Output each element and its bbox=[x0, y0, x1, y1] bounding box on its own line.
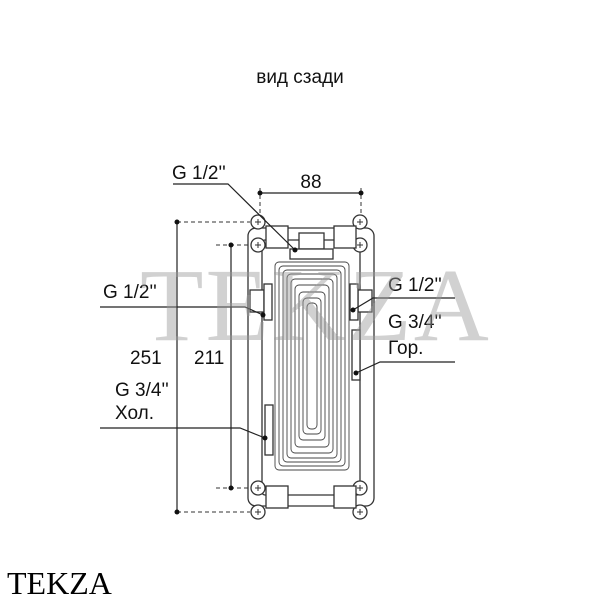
width-dimension: 88 bbox=[257, 172, 364, 214]
brand-logo: TEKZA bbox=[7, 565, 112, 600]
right-outlet-label: G 1/2'' bbox=[388, 275, 442, 296]
hot-inlet-name-label: Гор. bbox=[388, 338, 423, 359]
total-height-value: 251 bbox=[130, 348, 162, 369]
top-port bbox=[298, 232, 325, 250]
cold-inlet-name-label: Хол. bbox=[115, 403, 154, 424]
valve-core bbox=[274, 261, 350, 471]
left-outlet-label: G 1/2'' bbox=[103, 282, 157, 303]
mounting-box bbox=[247, 214, 375, 520]
leader-lines bbox=[100, 183, 455, 441]
mount-height-dimension: 211 bbox=[194, 242, 250, 491]
width-value: 88 bbox=[300, 172, 321, 193]
cold-inlet bbox=[264, 404, 274, 456]
cold-inlet-size-label: G 3/4'' bbox=[115, 380, 169, 401]
total-height-dimension: 251 bbox=[130, 219, 250, 515]
watermark: TEKZA bbox=[140, 248, 491, 363]
top-inlet-label: G 1/2'' bbox=[172, 163, 226, 184]
hot-inlet bbox=[351, 329, 361, 381]
mount-height-value: 211 bbox=[194, 348, 224, 369]
view-title: вид сзади bbox=[256, 67, 344, 88]
mounting-lugs bbox=[250, 214, 368, 520]
hot-inlet-size-label: G 3/4'' bbox=[388, 312, 442, 333]
